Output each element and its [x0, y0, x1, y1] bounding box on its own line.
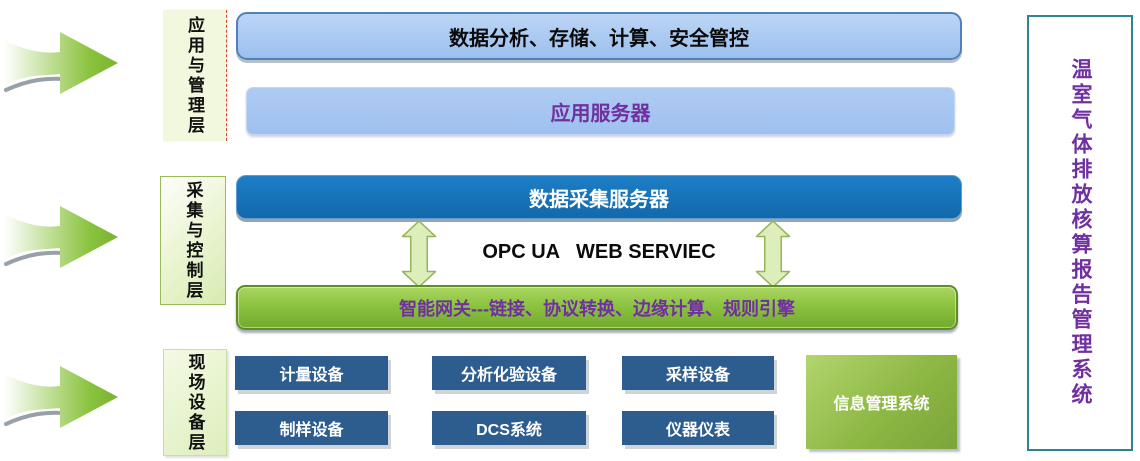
- device-analysis-lab-equipment: 分析化验设备: [432, 356, 586, 390]
- flow-arrow-top: [4, 24, 122, 109]
- box-information-management-system: 信息管理系统: [806, 355, 957, 449]
- sync-arrow-right: [755, 220, 791, 293]
- right-swoosh-arrow-icon: [4, 206, 118, 268]
- layer-label-collection-control: 采集与控制层: [160, 176, 226, 305]
- device-dcs-system: DCS系统: [432, 411, 586, 445]
- flow-arrow-middle: [4, 198, 122, 283]
- device-sample-prep-equipment: 制样设备: [235, 411, 388, 445]
- box-application-server: 应用服务器: [246, 87, 955, 135]
- device-instruments: 仪器仪表: [622, 411, 774, 445]
- box-data-analysis-storage: 数据分析、存储、计算、安全管控: [236, 12, 962, 60]
- flow-arrow-bottom: [4, 358, 122, 443]
- system-title: 温室气体排放核算报告管理系统: [1069, 58, 1092, 408]
- sync-arrow-left: [401, 220, 437, 293]
- layer-label-application-management: 应用与管理层: [163, 10, 227, 141]
- device-metering-equipment: 计量设备: [235, 356, 388, 390]
- device-sampling-equipment: 采样设备: [622, 356, 774, 390]
- layer-label-field-devices: 现场设备层: [163, 349, 227, 456]
- vertical-double-arrow-icon: [755, 220, 791, 288]
- box-smart-gateway: 智能网关---链接、协议转换、边缘计算、规则引擎: [236, 285, 958, 330]
- box-data-collection-server: 数据采集服务器: [236, 175, 962, 219]
- right-swoosh-arrow-icon: [4, 32, 118, 94]
- right-swoosh-arrow-icon: [4, 366, 118, 428]
- system-title-panel: 温室气体排放核算报告管理系统: [1027, 15, 1133, 451]
- protocol-label: OPC UA WEB SERVIEC: [482, 240, 716, 263]
- vertical-double-arrow-icon: [401, 220, 437, 288]
